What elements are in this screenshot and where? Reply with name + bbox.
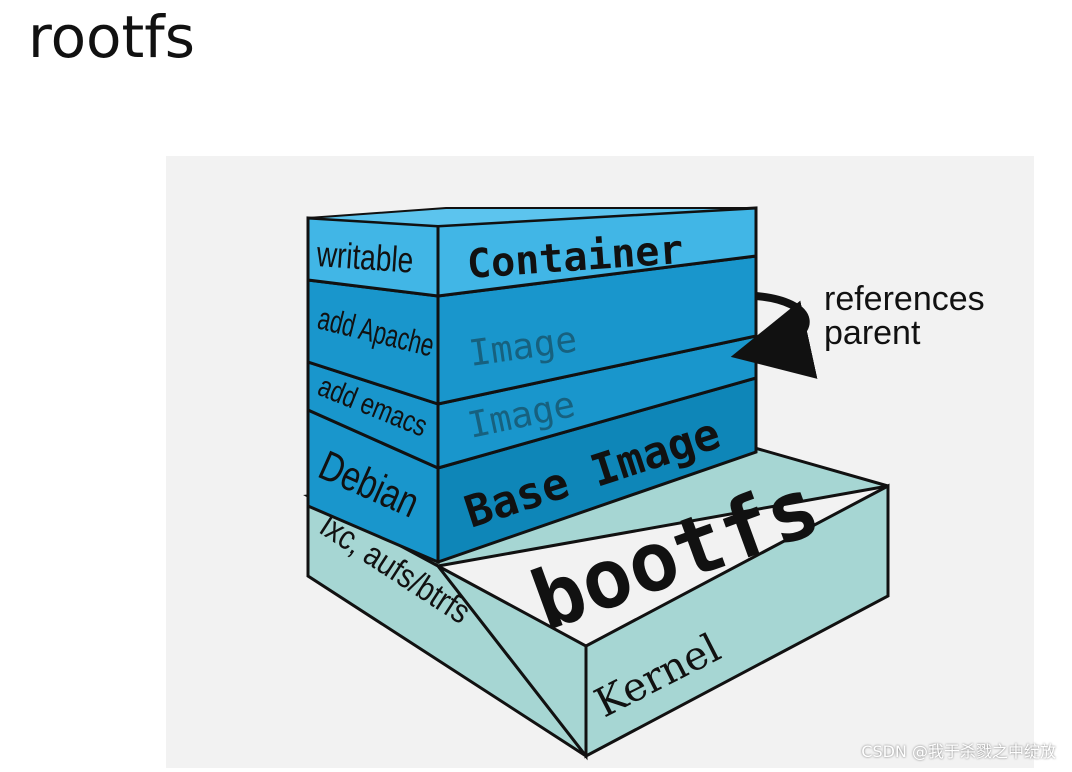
- annotation-line1: references: [824, 280, 985, 318]
- curved-arrow-icon: [730, 292, 818, 379]
- docker-layers-diagram: bootfs lxc, aufs/btrfs Kernel Debian Bas…: [166, 156, 1034, 768]
- references-parent-annotation: references parent: [730, 280, 985, 379]
- watermark: CSDN @我于杀戮之中绽放: [861, 742, 1056, 761]
- apache-image-layer: add Apache Image: [306, 254, 758, 407]
- annotation-line2: parent: [824, 314, 921, 352]
- page-title: rootfs: [28, 3, 195, 71]
- container-left-label: writable: [315, 234, 415, 281]
- kernel-layer: bootfs lxc, aufs/btrfs Kernel: [303, 444, 890, 761]
